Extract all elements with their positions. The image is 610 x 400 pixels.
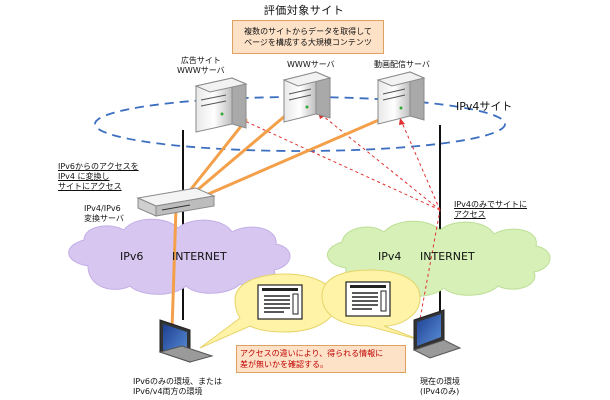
server-icon-ad: [194, 77, 248, 133]
ipv6-access-note-line-3: サイトにアクセス: [58, 182, 122, 191]
ipv4-only-note-line-2: アクセス: [454, 210, 486, 219]
ipv4-only-note-line-1: IPv4のみでサイトに: [454, 200, 528, 209]
ipv6-cloud-internet: INTERNET: [172, 250, 227, 263]
www-server-label: WWWサーバ: [287, 60, 335, 69]
converter-server-icon: [136, 187, 216, 217]
laptop-icon-right: [412, 309, 462, 359]
ipv6-access-note-line-2: IPv4 に変換し: [58, 172, 110, 181]
red-arrow-to-video-server: [399, 117, 441, 211]
comparison-note-line-1: アクセスの違いにより、得られる情報に: [240, 349, 384, 358]
orange-line-pc-to-converter: [170, 206, 178, 332]
ipv6-cloud: [68, 218, 291, 295]
right-pc-label-line-2: (IPv4のみ): [420, 387, 460, 396]
ipv4-site-label: IPv4サイト: [456, 100, 513, 113]
video-server-label: 動画配信サーバ: [374, 60, 430, 69]
red-arrow-from-right-pc: [417, 209, 441, 331]
evaluation-target-box: [232, 20, 384, 54]
ipv4-cloud-internet: INTERNET: [420, 250, 475, 263]
ad-server-label-line-1: 広告サイト: [180, 56, 221, 65]
evaluation-line-1: 複数のサイトからデータを取得して: [244, 27, 372, 36]
evaluation-line-2: ページを構成する大規模コンテンツ: [244, 38, 372, 47]
comparison-note-line-2: 差が無いかを確認する。: [240, 360, 328, 369]
ad-server-label: 広告サイト WWWサーバ: [177, 56, 225, 76]
red-arrow-to-ad-server: [224, 111, 441, 211]
ipv4-access-arrows: [224, 111, 441, 331]
ad-server-label-line-2: WWWサーバ: [177, 66, 225, 75]
comparison-note: アクセスの違いにより、得られる情報に 差が無いかを確認する。: [240, 348, 402, 370]
ipv4-cloud-name: IPv4: [378, 250, 402, 263]
left-pc-label: IPv6のみの環境、または IPv6/v4両方の環境: [133, 377, 222, 397]
right-pc-label-line-1: 現在の環境: [420, 377, 460, 386]
evaluation-target-description: 複数のサイトからデータを取得して ページを構成する大規模コンテンツ: [238, 26, 378, 48]
ipv6-cloud-name: IPv6: [120, 250, 144, 263]
converter-server-label: IPv4/IPv6 変換サーバ: [84, 204, 124, 224]
document-icon-right: [345, 281, 391, 317]
converter-label-line-2: 変換サーバ: [84, 214, 124, 223]
orange-line-to-video-server: [174, 114, 390, 210]
converter-label-line-1: IPv4/IPv6: [84, 204, 121, 213]
server-icon-www: [282, 71, 332, 123]
left-pc-label-line-2: IPv6/v4両方の環境: [133, 387, 203, 396]
comparison-note-box: [236, 345, 406, 373]
laptop-icon-left: [158, 319, 214, 363]
ipv4-only-note: IPv4のみでサイトに アクセス: [454, 200, 527, 220]
left-pc-label-line-1: IPv6のみの環境、または: [133, 377, 223, 386]
page-title: 評価対象サイト: [263, 4, 345, 17]
server-icon-video: [376, 71, 426, 125]
right-pc-label: 現在の環境 (IPv4のみ): [420, 377, 460, 397]
ipv6-access-note: IPv6からのアクセスを IPv4 に変換し サイトにアクセス: [58, 162, 139, 192]
ipv6-access-note-line-1: IPv6からのアクセスを: [58, 162, 139, 171]
document-icon-left: [257, 284, 303, 320]
red-arrow-to-www-server: [317, 111, 441, 211]
